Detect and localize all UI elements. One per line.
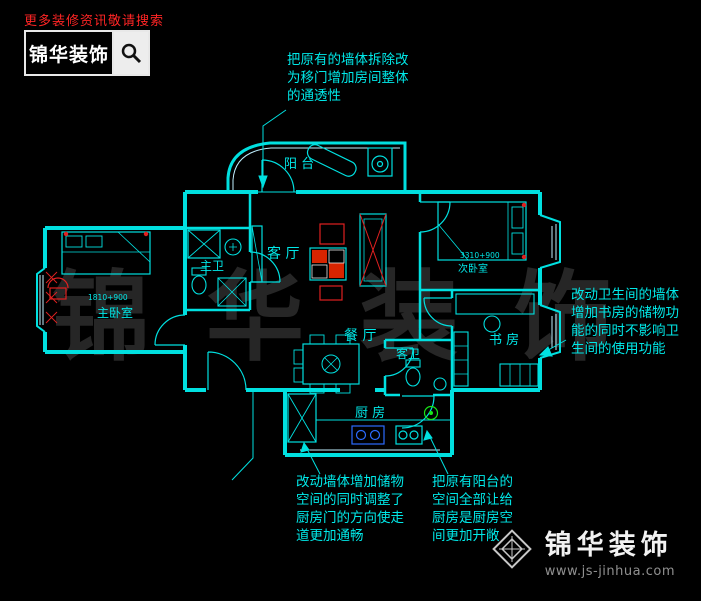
room-labels: 阳 台 客 厅 主卫 1810+900 主卧室 3310+900 次卧室 餐 厅… xyxy=(88,157,519,421)
door-swings xyxy=(154,159,453,429)
furniture-living xyxy=(251,213,387,301)
room-label-study: 书 房 xyxy=(489,332,519,348)
furniture-master-bedroom xyxy=(45,229,221,324)
watermark: 锦华装饰 xyxy=(52,260,669,375)
room-dim-second-bedroom: 3310+900 xyxy=(460,251,500,260)
furniture-second-bedroom xyxy=(437,201,527,261)
jinhua-diamond-logo-icon xyxy=(489,526,535,576)
annotation-top-line-2: 为移门增加房间整体 xyxy=(287,70,409,86)
furniture-study xyxy=(453,293,539,387)
room-label-second-bedroom: 次卧室 xyxy=(458,262,488,275)
footer-url: www.js-jinhua.com xyxy=(544,564,675,579)
room-label-balcony: 阳 台 xyxy=(284,157,314,172)
annotation-top-line-3: 的通透性 xyxy=(287,88,341,104)
room-label-living: 客 厅 xyxy=(267,245,299,262)
furniture-guest-bath xyxy=(405,359,447,391)
brand-name: 锦华装饰 xyxy=(28,43,109,66)
search-icon xyxy=(112,32,148,74)
annotation-bottom-left-line-2: 空间的同时调整了 xyxy=(296,492,404,508)
annotation-bottom-middle-line-4: 间更加开敞 xyxy=(432,528,500,544)
footer-text: 锦华装饰 www.js-jinhua.com xyxy=(545,523,675,579)
room-label-master-bath: 主卫 xyxy=(200,259,224,273)
annotation-leaders xyxy=(258,109,567,475)
room-dim-master-bedroom: 1810+900 xyxy=(88,293,128,302)
furniture-kitchen xyxy=(287,393,452,445)
annotation-bottom-left-line-1: 改动墙体增加储物 xyxy=(296,474,404,490)
annotation-right-line-1: 改动卫生间的墙体 xyxy=(571,287,679,303)
annotation-bottom-middle-line-1: 把原有阳台的 xyxy=(432,474,513,490)
room-label-master-bedroom: 主卧室 xyxy=(97,305,133,320)
furniture-master-bath xyxy=(191,238,247,307)
annotation-right-line-2: 增加书房的储物功 xyxy=(571,305,679,321)
furniture-balcony xyxy=(306,144,393,177)
annotation-bottom-middle-line-3: 厨房是厨房空 xyxy=(432,510,513,526)
promo-tagline: 更多装修资讯敬请搜索 xyxy=(24,14,165,29)
annotation-right-line-4: 生间的使用功能 xyxy=(571,340,666,357)
footer-brand-name: 锦华装饰 xyxy=(544,530,673,561)
brand-logo-box: 锦华装饰 xyxy=(24,30,150,76)
walls xyxy=(36,141,561,481)
footer-brand-block: 锦华装饰 www.js-jinhua.com xyxy=(489,523,675,579)
annotation-right-line-3: 能的同时不影响卫 xyxy=(571,323,679,339)
room-label-dining: 餐 厅 xyxy=(344,328,376,344)
annotation-bottom-left-line-3: 厨房门的方向使走 xyxy=(296,509,404,526)
annotation-texts: 把原有的墙体拆除改 为移门增加房间整体 的通透性 改动卫生间的墙体 增加书房的储… xyxy=(287,52,679,544)
annotation-bottom-left-line-4: 道更加通畅 xyxy=(296,528,364,544)
room-label-kitchen: 厨 房 xyxy=(355,405,385,421)
annotation-bottom-middle-line-2: 空间全部让给 xyxy=(432,491,513,508)
room-label-guest-bath: 客卫 xyxy=(396,346,420,361)
furniture-dining xyxy=(293,334,360,394)
annotation-top-line-1: 把原有的墙体拆除改 xyxy=(287,52,409,68)
